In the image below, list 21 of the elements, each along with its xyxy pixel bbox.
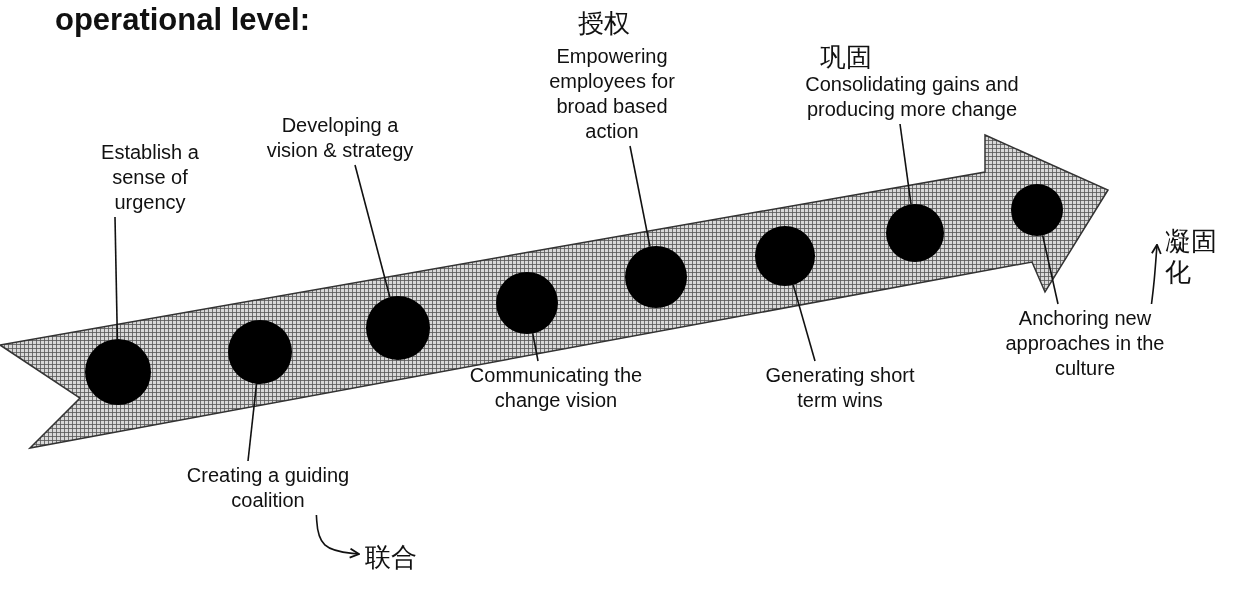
handwritten-arrow: [315, 514, 360, 559]
step-label: Empowering employees for broad based action: [527, 44, 697, 144]
leader-line: [114, 216, 119, 340]
handwritten-note: 联合: [365, 540, 417, 575]
handwritten-note: 凝固化: [1165, 226, 1223, 289]
step-label: Communicating the change vision: [461, 363, 651, 413]
step-label: Creating a guiding coalition: [158, 463, 378, 513]
handwritten-note: 巩固: [820, 40, 872, 75]
title: operational level:: [55, 2, 310, 38]
step-label: Establish a sense of urgency: [80, 140, 220, 215]
step-label: Anchoring new approaches in the culture: [990, 306, 1180, 381]
leader-line: [899, 123, 912, 206]
handwritten-note: 授权: [578, 6, 630, 41]
leader-line: [1041, 234, 1059, 305]
handwritten-arrow: [1150, 243, 1162, 305]
step-label: Consolidating gains and producing more change: [767, 72, 1057, 122]
leader-line: [354, 164, 391, 298]
step-label: Developing a vision & strategy: [265, 113, 415, 163]
leader-line: [532, 332, 539, 362]
leader-line: [792, 284, 816, 362]
step-label: Generating short term wins: [755, 363, 925, 413]
